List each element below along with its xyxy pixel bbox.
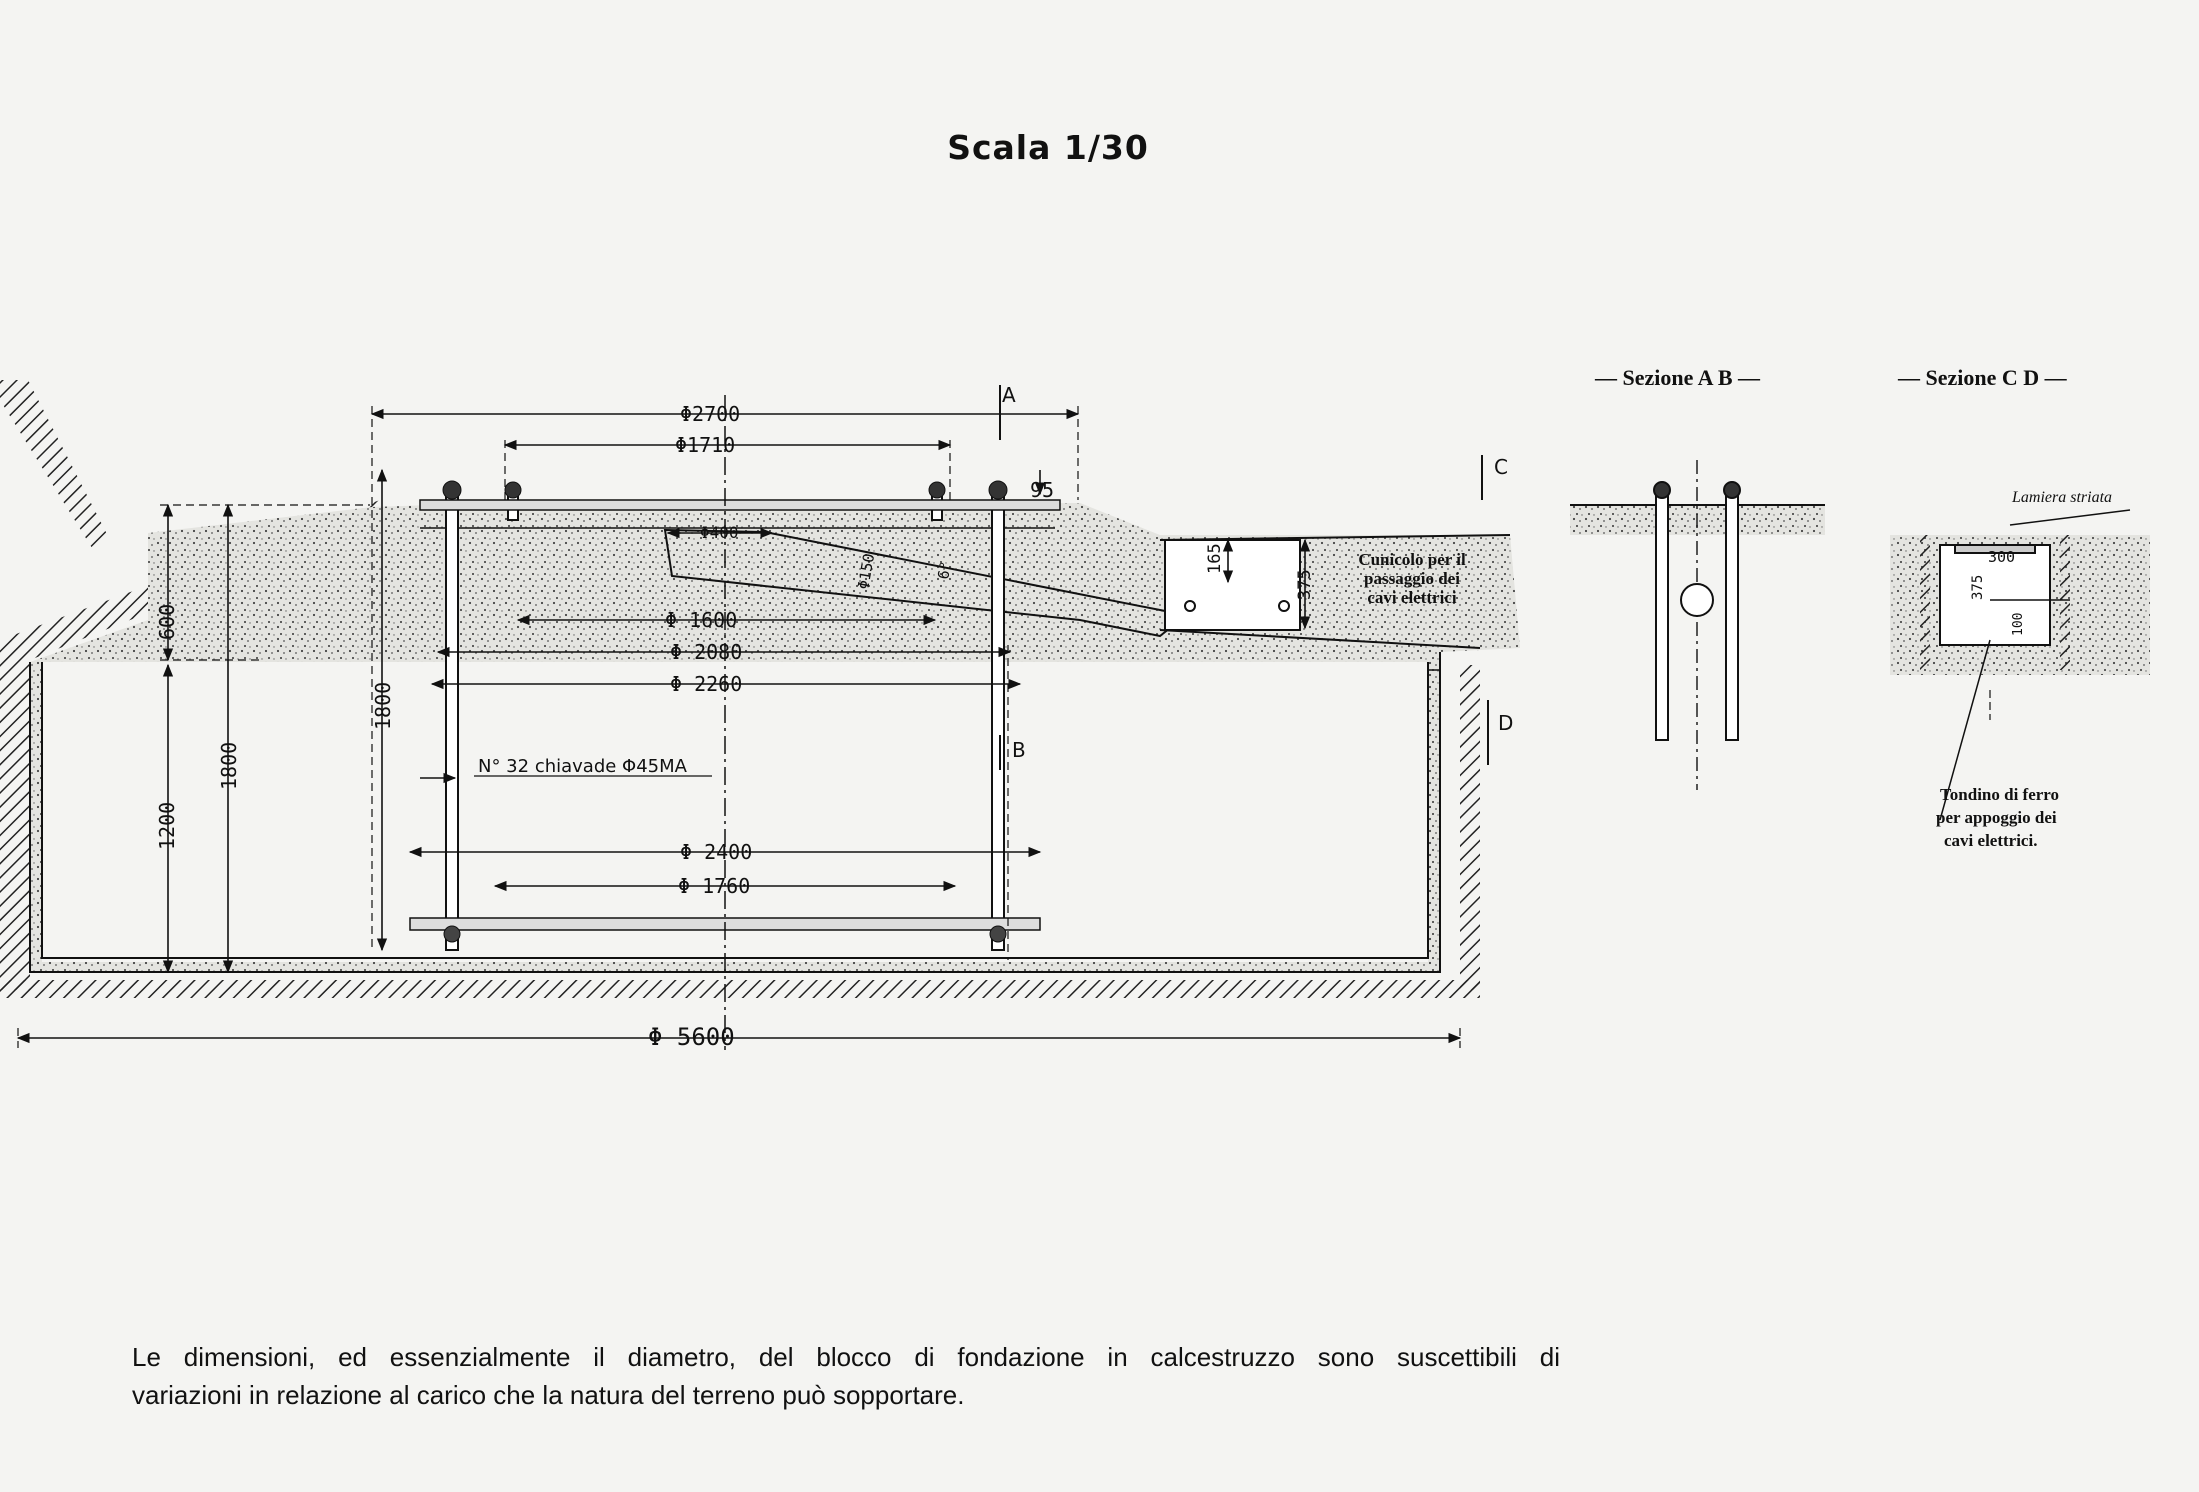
cable-note-line-1: Cunicolo per il (1358, 550, 1466, 569)
section-cd-view (1890, 509, 2150, 821)
dim-95: 95 (1030, 478, 1054, 502)
dim-2400: Φ 2400 (680, 840, 752, 864)
dim-150: Φ150 (854, 552, 878, 591)
dim-2080: Φ 2080 (670, 640, 742, 664)
section-titles: — Sezione A B — — Sezione C D — (1594, 365, 2068, 390)
bolt-note: N° 32 chiavade Φ45MA (478, 756, 688, 777)
dim-165: 165 (1205, 543, 1225, 574)
cable-duct (663, 528, 1511, 649)
section-mark-c: C (1494, 455, 1508, 479)
caption-line-2: variazioni in relazione al carico che la… (132, 1380, 965, 1410)
caption-line-1: Le dimensioni, ed essenzialmente il diam… (132, 1342, 1560, 1372)
ground-section (0, 380, 1480, 998)
dim-1800-inner: 1800 (371, 682, 395, 730)
dim-600: 600 (155, 604, 179, 640)
cd-rod-note: Tondino di ferro per appoggio dei cavi e… (1936, 785, 2059, 850)
cd-rod-note-line-1: Tondino di ferro (1940, 785, 2059, 804)
dimension-lines (16, 408, 1462, 1044)
cd-rod-note-line-3: cavi elettrici. (1944, 831, 2037, 850)
dim-5600: Φ 5600 (648, 1023, 735, 1051)
dim-2700: Φ2700 (680, 402, 740, 426)
section-cut-lines (999, 385, 1489, 770)
section-ab-view (1570, 460, 1825, 790)
cd-dim-100: 100 (2011, 613, 2026, 636)
caption: Le dimensioni, ed essenzialmente il diam… (132, 1338, 1560, 1414)
section-mark-d: D (1498, 711, 1513, 735)
section-cd-title: — Sezione C D — (1897, 365, 2068, 390)
cable-note-line-3: cavi elettrici (1367, 588, 1456, 607)
dim-375: 375 (1295, 569, 1315, 600)
cd-rod-note-line-2: per appoggio dei (1936, 808, 2057, 827)
scale-title: Scala 1/30 (947, 128, 1149, 167)
dim-1200: 1200 (155, 802, 179, 850)
bolt-assembly (409, 480, 1290, 951)
dim-1600: Φ 1600 (665, 608, 737, 632)
cd-dim-375: 375 (1970, 575, 1986, 600)
extension-lines (17, 406, 1461, 1048)
cable-duct-note: Cunicolo per il passaggio dei cavi elett… (1358, 550, 1466, 607)
dim-400: Φ400 (700, 523, 739, 542)
dim-6-deg: 6° (934, 560, 955, 581)
dim-1760: Φ 1760 (678, 874, 750, 898)
dim-1800-outer: 1800 (217, 742, 241, 790)
dim-1710: Φ1710 (675, 433, 735, 457)
cd-dim-300: 300 (1988, 548, 2015, 566)
section-mark-a: A (1002, 383, 1016, 407)
section-cd-labels: Lamiera striata 300 375 100 Tondino di f… (1936, 489, 2112, 850)
cd-plate-label: Lamiera striata (2011, 489, 2112, 506)
annotations: N° 32 chiavade Φ45MA Cunicolo per il pas… (474, 383, 1513, 777)
dimension-texts: Φ2700 Φ1710 95 Φ400 Φ150 6° 165 375 Φ 16… (155, 402, 1315, 1051)
section-ab-title: — Sezione A B — (1594, 365, 1761, 390)
dim-2260: Φ 2260 (670, 672, 742, 696)
cable-note-line-2: passaggio dei (1364, 569, 1460, 588)
section-mark-b: B (1012, 738, 1026, 762)
